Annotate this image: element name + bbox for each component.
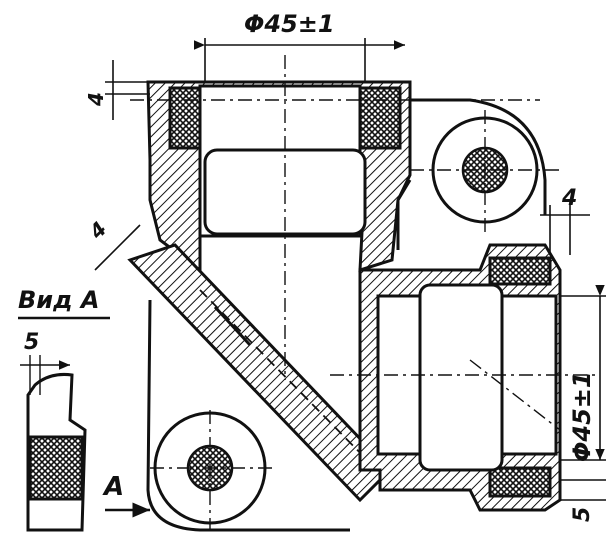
right-diameter-label: Φ45±1 [568,371,596,462]
right-bottom-label: 5 [570,506,595,522]
center-lines [130,55,600,530]
view-arrow-letter: А [104,472,125,502]
top-wall-label: 4 [84,92,108,106]
dimension-lines [94,38,606,501]
view-wall-label: 5 [24,330,40,355]
right-section [358,243,562,512]
top-diameter-label: Φ45±1 [244,10,335,38]
view-title: Вид А [18,286,100,314]
view-a-detail [18,316,110,532]
right-wall-label: 4 [562,186,578,211]
top-section [146,80,412,273]
